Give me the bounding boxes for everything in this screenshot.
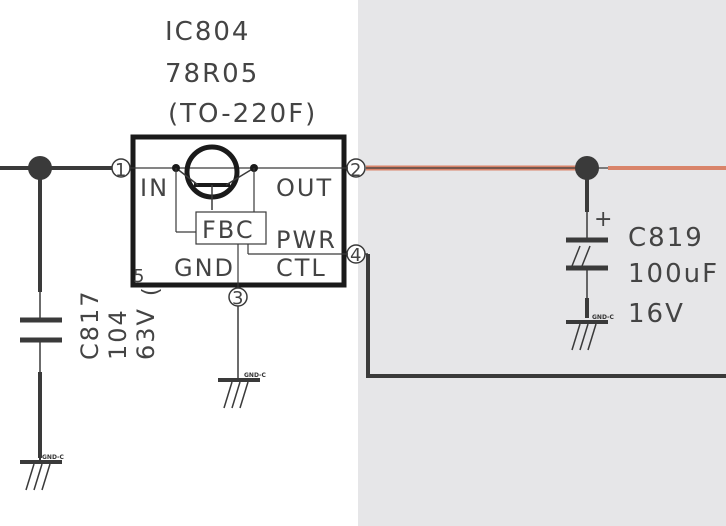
pin-pwr-label: PWR bbox=[276, 226, 337, 254]
gnd-label-c817: GND-C bbox=[42, 454, 65, 461]
pin-in-label: IN bbox=[140, 174, 169, 202]
ground-symbol-c817 bbox=[20, 458, 62, 491]
ic-ref-label: IC804 bbox=[165, 17, 250, 47]
c817-paren-right: ( bbox=[139, 287, 164, 296]
pin-gnd-label: GND bbox=[174, 254, 235, 282]
c817-voltage-label: 63V bbox=[132, 307, 160, 360]
pin-5-label: 5 bbox=[133, 266, 144, 287]
fbc-box bbox=[195, 211, 267, 245]
fbc-label: FBC bbox=[202, 216, 255, 244]
ground-symbol-ic bbox=[218, 378, 260, 409]
pin-2-label: 2 bbox=[350, 160, 361, 181]
c819-voltage-label: 16V bbox=[628, 299, 685, 329]
c817-value-label: 104 bbox=[104, 308, 132, 360]
c819-value-label: 100uF bbox=[628, 259, 719, 289]
ctl-wire bbox=[366, 254, 726, 378]
pin-1-label: 1 bbox=[115, 160, 126, 181]
gnd-label-ic: GND-C bbox=[244, 372, 267, 379]
ground-symbol-c819 bbox=[566, 320, 608, 351]
pin-3-label: 3 bbox=[232, 288, 243, 309]
shaded-region bbox=[358, 0, 726, 526]
ic-part-label: 78R05 bbox=[165, 59, 259, 89]
transistor-symbol bbox=[175, 144, 255, 210]
pin-out-label: OUT bbox=[276, 174, 333, 202]
c819-polarity: + bbox=[594, 207, 612, 232]
c817-ref-label: C817 bbox=[76, 289, 104, 360]
c819-ref-label: C819 bbox=[628, 223, 704, 253]
gnd-label-c819: GND-C bbox=[592, 314, 615, 321]
pin-ctl-label: CTL bbox=[276, 254, 327, 282]
c817-labels: C817 104 63V bbox=[76, 289, 160, 360]
pin-4-label: 4 bbox=[350, 245, 361, 266]
c819-hatch-1 bbox=[571, 245, 581, 267]
ic-package-label: (TO-220F) bbox=[168, 99, 317, 129]
c819-hatch-2 bbox=[581, 245, 591, 267]
